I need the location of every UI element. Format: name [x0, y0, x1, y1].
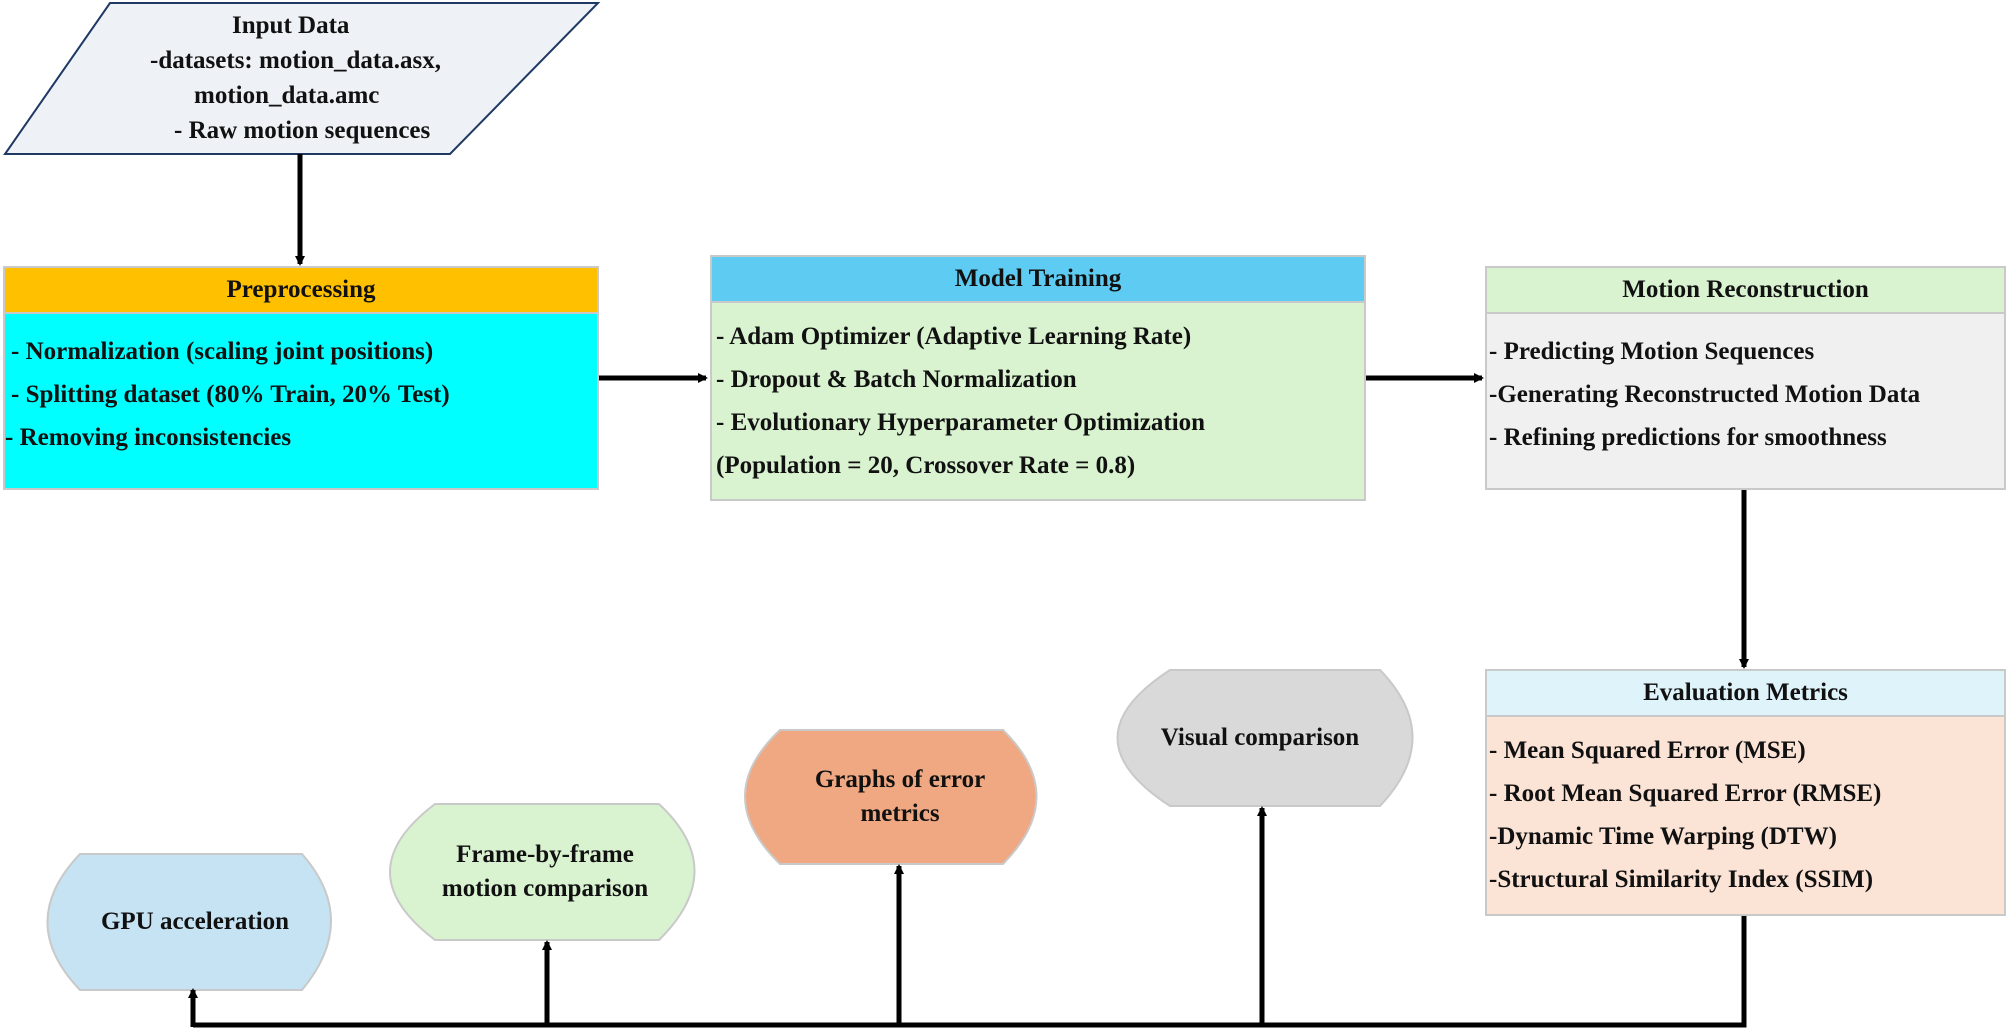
- gpu-acceleration-text: GPU acceleration: [100, 908, 290, 935]
- gpu-acceleration-label: GPU acceleration: [40, 854, 350, 990]
- evaluation-metrics-line: -Structural Similarity Index (SSIM): [1489, 866, 1874, 893]
- preprocessing-node: Preprocessing - Normalization (scaling j…: [3, 266, 599, 490]
- model-training-body: - Adam Optimizer (Adaptive Learning Rate…: [712, 303, 1364, 487]
- input-data-line: - Raw motion sequences: [174, 117, 431, 144]
- input-data-line: motion_data.amc: [194, 82, 380, 109]
- frame-comparison-line: Frame-by-frame: [456, 841, 634, 868]
- preprocessing-line: - Removing inconsistencies: [5, 424, 292, 451]
- frame-comparison-line: motion comparison: [441, 875, 649, 902]
- evaluation-metrics-line: - Root Mean Squared Error (RMSE): [1489, 780, 1882, 807]
- preprocessing-line: - Normalization (scaling joint positions…: [11, 338, 434, 365]
- preprocessing-title: Preprocessing: [5, 268, 597, 314]
- input-data-node: Input Data -datasets: motion_data.asx, m…: [0, 0, 600, 156]
- motion-reconstruction-line: -Generating Reconstructed Motion Data: [1489, 381, 1921, 408]
- model-training-line: (Population = 20, Crossover Rate = 0.8): [716, 452, 1136, 479]
- graphs-error-metrics-line: metrics: [860, 800, 940, 827]
- motion-reconstruction-title: Motion Reconstruction: [1487, 268, 2004, 314]
- input-data-title: Input Data: [232, 12, 350, 39]
- frame-comparison-label: Frame-by-frame motion comparison: [380, 804, 710, 940]
- preprocessing-line: - Splitting dataset (80% Train, 20% Test…: [11, 381, 450, 408]
- motion-reconstruction-line: - Refining predictions for smoothness: [1489, 424, 1887, 451]
- evaluation-metrics-title: Evaluation Metrics: [1487, 671, 2004, 717]
- evaluation-metrics-line: -Dynamic Time Warping (DTW): [1489, 823, 1837, 850]
- model-training-title: Model Training: [712, 257, 1364, 303]
- evaluation-metrics-line: - Mean Squared Error (MSE): [1489, 737, 1806, 764]
- graphs-error-metrics-line: Graphs of error: [814, 766, 986, 793]
- evaluation-metrics-node: Evaluation Metrics - Mean Squared Error …: [1485, 669, 2006, 916]
- input-data-shape: [3, 1, 601, 155]
- graphs-error-metrics-label: Graphs of error metrics: [735, 730, 1065, 864]
- evaluation-bus-line: [193, 916, 1747, 1028]
- frame-comparison-shape: [389, 803, 696, 941]
- evaluation-metrics-body: - Mean Squared Error (MSE) - Root Mean S…: [1487, 717, 2004, 901]
- model-training-line: - Evolutionary Hyperparameter Optimizati…: [716, 409, 1206, 436]
- input-data-line: -datasets: motion_data.asx,: [150, 47, 441, 74]
- model-training-line: - Dropout & Batch Normalization: [716, 366, 1077, 393]
- preprocessing-body: - Normalization (scaling joint positions…: [5, 314, 597, 459]
- motion-reconstruction-body: - Predicting Motion Sequences -Generatin…: [1487, 314, 2004, 459]
- visual-comparison-shape: [1116, 669, 1414, 807]
- graphs-error-metrics-shape: [744, 729, 1038, 865]
- visual-comparison-text: Visual comparison: [1160, 724, 1360, 751]
- motion-reconstruction-node: Motion Reconstruction - Predicting Motio…: [1485, 266, 2006, 490]
- motion-reconstruction-line: - Predicting Motion Sequences: [1489, 338, 1815, 365]
- visual-comparison-label: Visual comparison: [1100, 670, 1420, 806]
- input-data-text: Input Data -datasets: motion_data.asx, m…: [150, 8, 450, 148]
- model-training-line: - Adam Optimizer (Adaptive Learning Rate…: [716, 323, 1192, 350]
- model-training-node: Model Training - Adam Optimizer (Adaptiv…: [710, 255, 1366, 501]
